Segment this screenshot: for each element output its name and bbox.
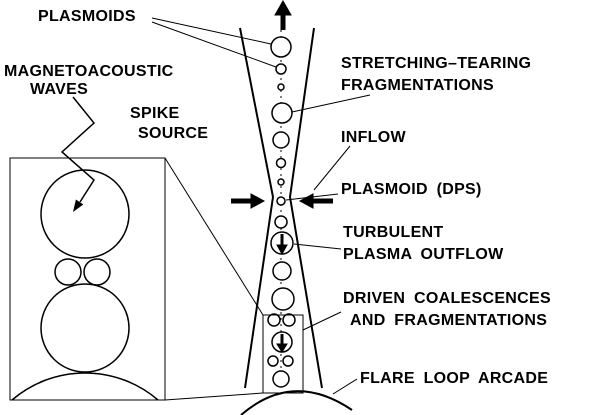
spike-source-plasmoids	[40, 169, 130, 373]
plasmoid-circle	[270, 36, 292, 58]
zoom-connector-lines	[164, 157, 264, 401]
flare-loop-arcade-arc-magnified	[11, 372, 159, 401]
plasmoid-circle	[275, 157, 287, 169]
plasmoid-circle	[271, 287, 295, 311]
label-turbulent-line1: TURBULENT	[343, 224, 443, 241]
pointer-turbulent-outflow	[293, 243, 342, 250]
current-sheet-left-line	[239, 27, 275, 389]
current-sheet-right-line	[288, 27, 323, 389]
label-magnetoacoustic-line1: MAGNETOACOUSTIC	[4, 63, 174, 80]
downward-outflow-arrow-icon	[276, 234, 288, 256]
magnified-view-box	[9, 157, 166, 401]
plasmoid-dps-circle	[276, 196, 286, 206]
plasmoid-circle	[267, 313, 281, 327]
pointer-plasmoids-2	[151, 21, 277, 68]
label-spike-line2: SOURCE	[138, 125, 208, 142]
plasmoid-circle	[277, 83, 285, 91]
zoom-connector-top	[164, 157, 264, 316]
upward-outflow-arrow-icon	[274, 0, 292, 30]
spike-source-large-circle	[40, 283, 130, 373]
label-spike-line1: SPIKE	[130, 105, 180, 122]
label-plasmoid-dps: PLASMOID (DPS)	[341, 181, 482, 198]
down-arrow-head	[276, 244, 288, 256]
pointer-inflow	[313, 145, 351, 191]
zoom-connector-bottom	[164, 392, 264, 401]
label-inflow: INFLOW	[341, 129, 406, 146]
pointer-driven-coalescences	[302, 311, 342, 331]
label-stretching-line1: STRETCHING–TEARING	[341, 55, 531, 72]
inflow-left-head	[250, 193, 266, 209]
label-magnetoacoustic-line2: WAVES	[30, 81, 88, 98]
plasmoid-circle	[275, 63, 287, 75]
spike-source-large-circle	[40, 169, 130, 259]
plasmoid-circle	[282, 313, 296, 327]
up-arrow-head	[274, 0, 292, 16]
label-flare-loop-arcade: FLARE LOOP ARCADE	[360, 370, 548, 387]
plasmoid-circle	[272, 370, 290, 388]
pointer-stretching-tearing	[291, 94, 371, 113]
current-sheet-boundaries	[239, 27, 323, 389]
plasmoid-circle	[271, 102, 293, 124]
spike-source-small-circle	[54, 258, 82, 286]
inflow-right-head	[298, 193, 314, 209]
label-plasmoids: PLASMOIDS	[38, 8, 136, 25]
pointer-flare-loop-arcade	[332, 378, 358, 395]
inflow-arrow-left-icon	[231, 193, 266, 209]
diagram-labels: PLASMOIDS MAGNETOACOUSTIC WAVES SPIKE SO…	[4, 8, 551, 387]
plasmoid-circle	[272, 261, 292, 281]
downward-outflow-arrow-icon	[276, 334, 288, 353]
label-driven-line1: DRIVEN COALESCENCES	[343, 290, 551, 307]
spike-source-small-circle	[83, 258, 111, 286]
plasmoid-circle	[277, 178, 285, 186]
down-arrow-head	[276, 343, 288, 353]
flare-loop-arcade-arc	[240, 390, 353, 415]
wave-zigzag	[60, 96, 96, 203]
label-stretching-line2: FRAGMENTATIONS	[341, 77, 494, 94]
label-pointer-lines	[151, 17, 371, 395]
label-driven-line2: AND FRAGMENTATIONS	[350, 312, 547, 329]
pointer-plasmoid-dps	[285, 193, 339, 201]
plasmoid-circle	[274, 215, 288, 229]
plasmoid-circle	[272, 131, 290, 149]
wave-arrow-head	[73, 199, 84, 212]
plasmoid-circle	[282, 355, 294, 367]
plasmoid-circle	[267, 355, 279, 367]
pointer-plasmoids-1	[151, 17, 272, 45]
magnetoacoustic-wave-arrow-icon	[60, 96, 96, 212]
label-turbulent-line2: PLASMA OUTFLOW	[343, 246, 504, 263]
